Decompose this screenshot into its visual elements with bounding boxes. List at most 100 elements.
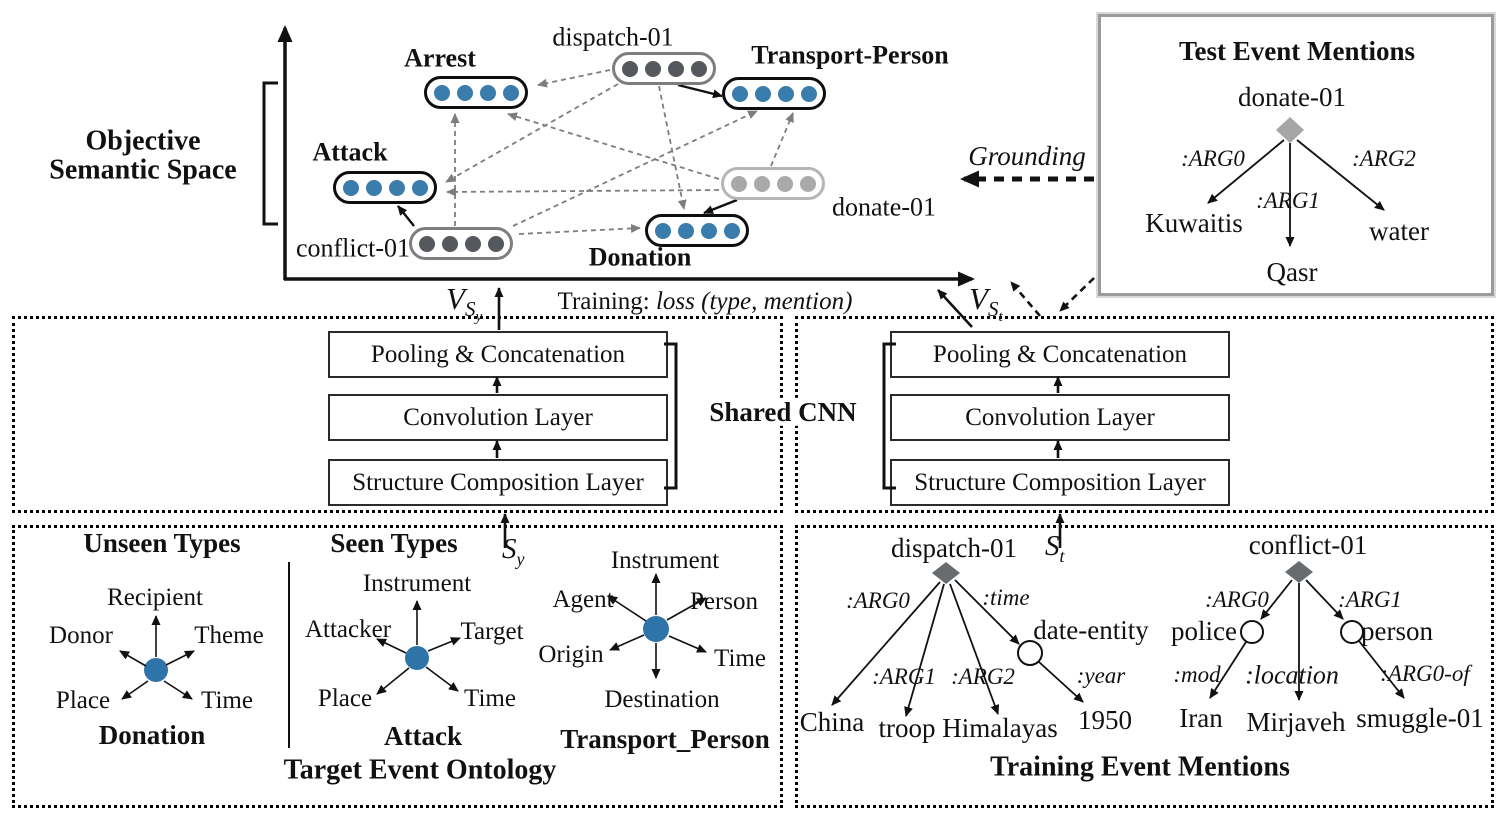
pooling-layer-right-label: Pooling & Concatenation — [932, 340, 1188, 368]
training-mentions-box — [795, 525, 1494, 808]
troop-label: troop — [878, 712, 936, 743]
dispatch-arg2-label: :ARG2 — [951, 663, 1015, 689]
embedding-dot — [418, 235, 435, 252]
st-sub: t — [1059, 546, 1065, 566]
donation-label: Donation — [588, 242, 692, 272]
structure-layer-right-label: Structure Composition Layer — [914, 468, 1206, 496]
edge-conflict-to-transport — [512, 110, 758, 227]
embedding-dot — [690, 60, 707, 77]
convolution-layer-right: Convolution Layer — [890, 394, 1230, 441]
police-label: police — [1171, 615, 1237, 646]
training-prefix: Training: — [557, 287, 656, 315]
embedding-dot — [754, 85, 771, 102]
donate-label: donate-01 — [832, 192, 936, 222]
transport-embedding — [722, 77, 826, 110]
embedding-dot — [621, 60, 638, 77]
embedding-dot — [479, 84, 496, 101]
embedding-dot — [731, 85, 748, 102]
donation-role-bottom-left: Place — [55, 686, 111, 714]
edge-donate-to-attack — [446, 187, 720, 197]
conflict-root-label: conflict-01 — [1248, 529, 1368, 560]
transport-role-upper-right: Person — [689, 587, 759, 615]
vst-sub: t — [998, 309, 1003, 325]
embedding-dot — [777, 85, 794, 102]
attack-type-name: Attack — [384, 720, 462, 751]
edge-donate-to-arrest — [507, 112, 720, 180]
transport-role-upper-left: Agent — [552, 585, 614, 613]
kuwaitis-label: Kuwaitis — [1145, 207, 1243, 238]
transport-type-name: Transport_Person — [560, 723, 770, 754]
test-dashed-arrow-down — [1059, 277, 1095, 312]
embedding-dot — [411, 179, 428, 196]
structure-layer-left-label: Structure Composition Layer — [352, 468, 644, 496]
vsy-v: V — [446, 281, 465, 316]
ontology-caption: Target Event Ontology — [283, 754, 557, 786]
structure-layer-left: Structure Composition Layer — [328, 459, 668, 506]
embedding-dot — [502, 84, 519, 101]
qasr-label: Qasr — [1266, 256, 1318, 287]
conflict-arg0of-label: :ARG0-of — [1380, 660, 1470, 686]
embedding-dot — [800, 85, 817, 102]
embedding-dot — [441, 235, 458, 252]
vst-dashed-arrow-up — [1010, 281, 1041, 317]
dispatch-time-label: :time — [982, 584, 1030, 610]
vst-v: V — [969, 281, 988, 316]
mirjaveh-label: Mirjaveh — [1246, 706, 1346, 737]
embedding-dot — [776, 175, 793, 192]
conflict-location-label: :location — [1245, 660, 1339, 690]
donate-embedding — [721, 167, 825, 200]
sy-label: Sy — [502, 533, 525, 570]
st-s: S — [1045, 530, 1060, 562]
vst-label: VSt — [969, 281, 1003, 326]
arrest-embedding — [424, 76, 528, 109]
pooling-layer-left-label: Pooling & Concatenation — [370, 340, 626, 368]
convolution-layer-left: Convolution Layer — [328, 394, 668, 441]
conflict-arg1-label: :ARG1 — [1338, 586, 1402, 612]
attack-embedding — [333, 171, 437, 204]
test-arg1-label: :ARG1 — [1256, 187, 1320, 213]
sy-s: S — [502, 533, 517, 565]
test-arg0-label: :ARG0 — [1181, 145, 1245, 171]
embedding-dot — [723, 222, 740, 239]
water-label: water — [1369, 215, 1429, 246]
embedding-dot — [464, 235, 481, 252]
embedding-dot — [365, 179, 382, 196]
date-entity-label: date-entity — [1033, 614, 1149, 645]
test-root-label: donate-01 — [1238, 81, 1346, 112]
training-caption: Training Event Mentions — [990, 751, 1290, 783]
seen-types-header: Seen Types — [330, 527, 458, 558]
conflict-mod-label: :mod — [1173, 661, 1221, 687]
embedding-dot — [654, 222, 671, 239]
embedding-dot — [487, 235, 504, 252]
attack-role-top: Instrument — [362, 569, 472, 597]
dispatch-label: dispatch-01 — [552, 22, 674, 52]
edge-dispatch-to-arrest — [537, 69, 611, 88]
vst-s: S — [987, 297, 999, 321]
edge-donate-to-donation-solid — [703, 198, 738, 215]
edge-dispatch-to-donation — [658, 85, 687, 210]
training-loss-label: Training: loss (type, mention) — [557, 287, 853, 315]
test-box-title: Test Event Mentions — [1178, 35, 1416, 66]
embedding-dot — [667, 60, 684, 77]
convolution-layer-left-label: Convolution Layer — [403, 403, 593, 431]
embedding-dot — [730, 175, 747, 192]
himalayas-label: Himalayas — [942, 712, 1058, 743]
pooling-layer-right: Pooling & Concatenation — [890, 331, 1230, 378]
embedding-dot — [700, 222, 717, 239]
embedding-dot — [388, 179, 405, 196]
dispatch-year-label: :year — [1076, 662, 1126, 688]
convolution-layer-right-label: Convolution Layer — [965, 403, 1155, 431]
target-ontology-box — [12, 525, 783, 808]
smuggle-label: smuggle-01 — [1356, 702, 1484, 733]
objective-space-title-line2: Semantic Space — [49, 155, 237, 186]
pooling-layer-left: Pooling & Concatenation — [328, 331, 668, 378]
edge-dispatch-to-transport-solid — [677, 83, 723, 99]
objective-bracket — [262, 81, 278, 226]
unseen-types-header: Unseen Types — [83, 527, 241, 558]
transport-role-right: Time — [714, 644, 766, 672]
st-label: St — [1045, 530, 1065, 567]
edge-conflict-to-donation — [518, 223, 641, 235]
embedding-dot — [456, 84, 473, 101]
conflict-label: conflict-01 — [295, 233, 411, 263]
